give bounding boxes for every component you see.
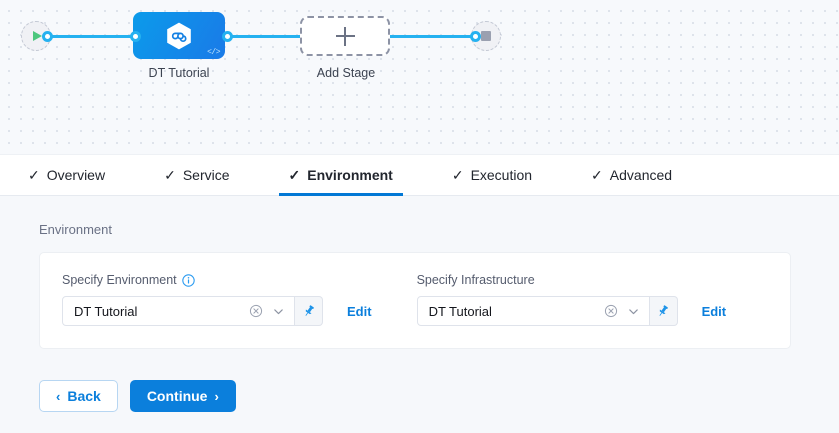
pipeline-canvas[interactable]: </> DT Tutorial Add Stage [0,0,839,155]
add-stage-button[interactable] [300,16,390,56]
back-button-label: Back [67,388,101,404]
connector-addstage-to-end [390,35,476,38]
form-actions: ‹ Back Continue › [39,380,839,412]
stage-node-label: DT Tutorial [148,66,210,80]
stage-tab-bar: ✓ Overview ✓ Service ✓ Environment ✓ Exe… [0,155,839,196]
pin-icon [659,305,668,316]
code-badge-icon: </> [207,48,220,57]
play-icon [33,31,42,41]
field-specify-environment: Specify Environment DT Tutorial [62,273,372,326]
infrastructure-pin-button[interactable] [649,296,678,326]
field-row: DT Tutorial [62,296,372,326]
environment-panel: Environment Specify Environment DT Tutor… [0,196,839,433]
environment-edit-link[interactable]: Edit [347,303,372,319]
field-label: Specify Environment [62,273,177,287]
infrastructure-select-value: DT Tutorial [428,303,492,319]
stage-node-dt-tutorial[interactable]: </> [133,12,225,59]
check-icon: ✓ [288,167,301,183]
chevron-right-icon: › [214,388,219,404]
infrastructure-select[interactable]: DT Tutorial [416,296,650,326]
harness-hexagon-icon [167,22,191,49]
connector-dot-stage-in [130,31,141,42]
field-label: Specify Infrastructure [416,273,535,287]
field-row: DT Tutorial [416,296,727,326]
back-button[interactable]: ‹ Back [39,380,118,412]
check-icon: ✓ [451,167,464,183]
environment-select[interactable]: DT Tutorial [62,296,295,326]
tab-label: Service [182,167,230,183]
environment-card: Specify Environment DT Tutorial [39,252,791,349]
chevron-down-icon[interactable] [273,306,284,317]
environment-select-value: DT Tutorial [74,303,138,319]
tab-overview[interactable]: ✓ Overview [18,155,115,195]
infrastructure-edit-link[interactable]: Edit [701,303,727,319]
check-icon: ✓ [164,167,176,183]
chevron-left-icon: ‹ [56,388,61,404]
clear-icon[interactable] [249,304,263,318]
info-icon[interactable] [181,273,195,287]
field-specify-infrastructure: Specify Infrastructure DT Tutorial [416,273,727,326]
connector-start-to-stage [44,35,136,38]
tab-advanced[interactable]: ✓ Advanced [581,155,682,195]
stop-icon [481,31,491,41]
tab-execution[interactable]: ✓ Execution [442,155,542,195]
tab-environment[interactable]: ✓ Environment [278,155,404,196]
tab-label: Advanced [609,167,673,183]
add-stage-label: Add Stage [316,66,376,80]
tab-label: Environment [307,167,393,183]
check-icon: ✓ [591,167,603,183]
section-title: Environment [39,222,112,237]
connector-stage-to-addstage [228,35,302,38]
tab-label: Execution [470,167,533,183]
field-label-wrapper: Specify Infrastructure [417,273,727,287]
continue-button-label: Continue [146,388,208,404]
chevron-down-icon[interactable] [628,306,639,317]
tab-service[interactable]: ✓ Service [154,155,239,195]
continue-button[interactable]: Continue › [129,380,236,412]
tab-label: Overview [46,167,106,183]
plus-icon [335,26,355,46]
connector-dot-start [42,31,53,42]
field-label-wrapper: Specify Environment [62,273,372,287]
connector-dot-stage-out [222,31,233,42]
check-icon: ✓ [28,167,40,183]
pin-icon [304,305,314,316]
environment-pin-button[interactable] [295,296,323,326]
connector-dot-end [470,31,481,42]
clear-icon[interactable] [604,304,618,318]
